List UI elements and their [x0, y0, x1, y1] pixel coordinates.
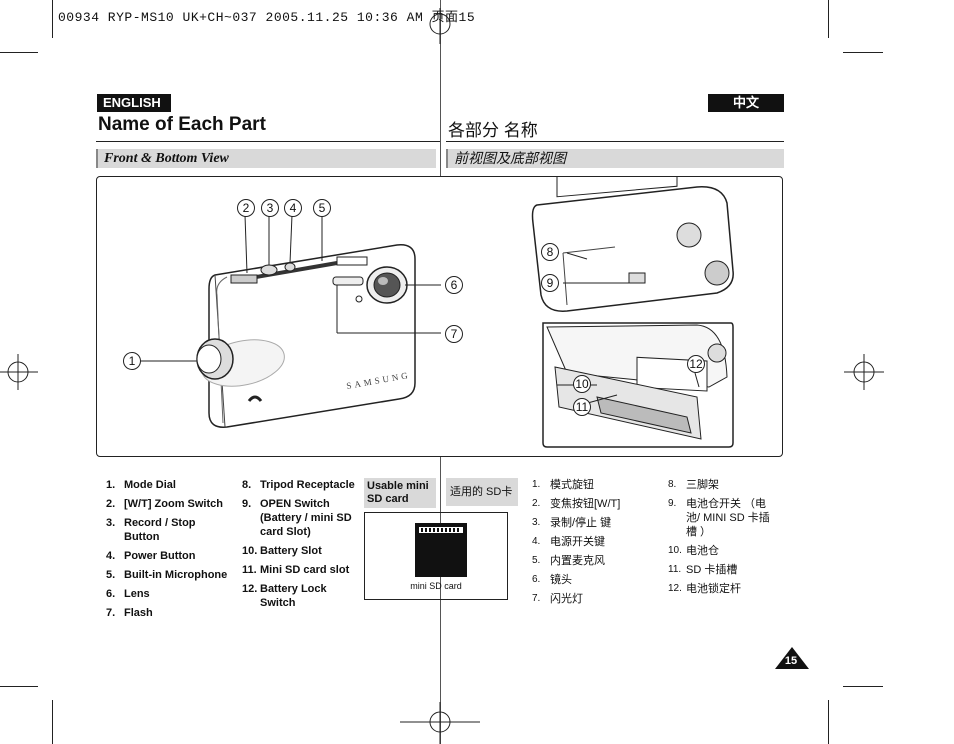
usable-sd-label-chinese: 适用的 SD卡	[446, 478, 518, 506]
callout-4: 4	[284, 199, 302, 217]
list-item: 3.Record / Stop Button	[106, 517, 196, 543]
title-underline	[446, 141, 784, 142]
list-item: 5.Built-in Microphone	[106, 569, 228, 581]
title-underline	[96, 141, 440, 142]
list-item: 6.Lens	[106, 588, 150, 600]
parts-list-chinese-2: 8.三脚架 9.电池仓开关 （电池/ MINI SD 卡插槽 ） 10.电池仓 …	[668, 478, 778, 601]
registration-target-icon	[0, 354, 38, 390]
callout-8: 8	[541, 243, 559, 261]
sd-card-icon	[415, 523, 467, 577]
callout-3: 3	[261, 199, 279, 217]
list-item: 7.Flash	[106, 607, 153, 619]
list-item: 11.SD 卡插槽	[668, 564, 738, 576]
list-item: 4.Power Button	[106, 550, 196, 562]
camera-front-illustration: SAMSUNG	[139, 177, 734, 448]
crop-mark	[828, 0, 829, 38]
list-item: 4.电源开关键	[532, 536, 605, 548]
list-item: 10.电池仓	[668, 545, 719, 557]
crop-mark	[52, 0, 53, 38]
list-item: 3.录制/停止 键	[532, 517, 612, 529]
registration-target-icon	[844, 354, 884, 390]
list-item: 1.模式旋钮	[532, 479, 594, 491]
registration-target-icon	[400, 702, 480, 744]
page-number: 15	[784, 655, 798, 667]
callout-2: 2	[237, 199, 255, 217]
english-language-tag: ENGLISH	[97, 94, 171, 112]
parts-list-chinese-1: 1.模式旋钮 2.变焦按钮[W/T] 3.录制/停止 键 4.电源开关键 5.内…	[532, 478, 652, 611]
callout-1: 1	[123, 352, 141, 370]
list-item: 8.Tripod Receptacle	[242, 479, 355, 491]
crop-mark	[843, 52, 883, 53]
list-item: 9.电池仓开关 （电池/ MINI SD 卡插槽 ）	[668, 498, 770, 538]
page-number-badge-shape	[775, 647, 809, 669]
crop-mark	[52, 700, 53, 744]
crop-mark	[0, 686, 38, 687]
callout-9: 9	[541, 274, 559, 292]
camera-figure-panel: SAMSUNG 1 2 3 4	[96, 176, 783, 457]
section-heading-chinese: 前视图及底部视图	[446, 149, 784, 168]
list-item: 11.Mini SD card slot	[242, 564, 350, 576]
callout-12: 12	[687, 355, 705, 373]
list-item: 12.电池锁定杆	[668, 583, 741, 595]
chinese-language-tag: 中文	[708, 94, 784, 112]
callout-7: 7	[445, 325, 463, 343]
callout-6: 6	[445, 276, 463, 294]
print-header-line: 00934 RYP-MS10 UK+CH~037 2005.11.25 10:3…	[58, 10, 476, 25]
sd-card-panel: mini SD card	[364, 512, 508, 600]
list-item: 1.Mode Dial	[106, 479, 176, 491]
list-item: 2.[W/T] Zoom Switch	[106, 498, 223, 510]
callout-5: 5	[313, 199, 331, 217]
registration-target-icon	[429, 8, 451, 44]
parts-list-english-1: 1.Mode Dial 2.[W/T] Zoom Switch 3.Record…	[106, 478, 232, 625]
crop-mark	[0, 52, 38, 53]
callout-10: 10	[573, 375, 591, 393]
list-item: 7.闪光灯	[532, 593, 583, 605]
list-item: 8.三脚架	[668, 479, 719, 491]
usable-sd-label: Usable mini SD card	[364, 478, 436, 508]
crop-mark	[843, 686, 883, 687]
section-heading-english: Front & Bottom View	[96, 149, 436, 168]
list-item: 2.变焦按钮[W/T]	[532, 498, 621, 510]
list-item: 10.Battery Slot	[242, 545, 322, 557]
page-title-english: Name of Each Part	[98, 114, 266, 135]
page-title-chinese: 各部分 名称	[448, 121, 538, 140]
list-item: 9.OPEN Switch (Battery / mini SD card Sl…	[242, 498, 352, 538]
parts-list-english-2: 8.Tripod Receptacle 9.OPEN Switch (Batte…	[242, 478, 360, 615]
list-item: 5.内置麦克风	[532, 555, 605, 567]
list-item: 6.镜头	[532, 574, 572, 586]
callout-11: 11	[573, 398, 591, 416]
crop-mark	[828, 700, 829, 744]
sd-card-caption: mini SD card	[410, 581, 462, 591]
list-item: 12.Battery Lock Switch	[242, 583, 327, 609]
